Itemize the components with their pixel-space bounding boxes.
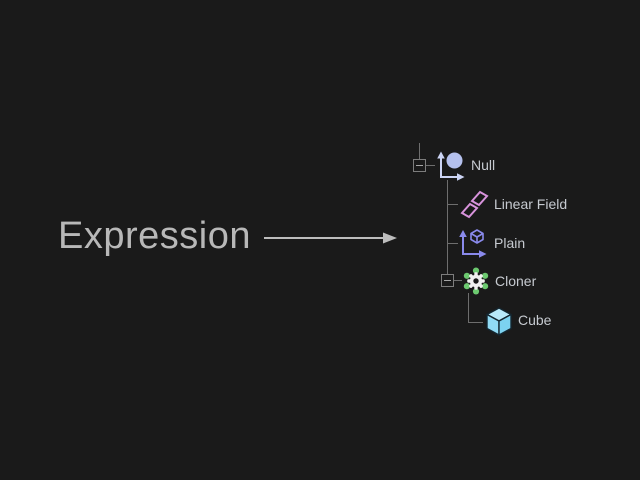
cloner-icon[interactable] (461, 267, 491, 297)
tree-connector-line (468, 293, 469, 322)
object-hierarchy-tree: Null Linear Field Plain (405, 140, 615, 365)
tree-connector-line (447, 204, 458, 205)
tree-connector-line (426, 165, 435, 166)
tree-item-label-linear-field[interactable]: Linear Field (494, 196, 568, 212)
minus-glyph (416, 165, 423, 166)
linear-field-icon[interactable] (460, 190, 490, 220)
tree-item-label-cloner[interactable]: Cloner (495, 273, 537, 289)
expand-toggle-cloner[interactable] (441, 274, 454, 287)
cube-icon[interactable] (484, 306, 514, 336)
tree-item-label-plain[interactable]: Plain (494, 235, 526, 251)
minus-glyph (444, 280, 451, 281)
tree-connector-line (468, 322, 483, 323)
null-object-icon[interactable] (435, 151, 465, 181)
tree-connector-line (419, 143, 420, 159)
tree-item-label-cube[interactable]: Cube (518, 312, 552, 328)
tree-item-label-null[interactable]: Null (471, 157, 496, 173)
tree-connector-line (454, 280, 462, 281)
expand-toggle-null[interactable] (413, 159, 426, 172)
expression-annotation-label: Expression (58, 215, 251, 257)
tree-connector-line (447, 243, 458, 244)
plain-effector-icon[interactable] (457, 228, 487, 258)
tree-connector-line (447, 180, 448, 274)
arrow-right-icon (264, 232, 397, 244)
